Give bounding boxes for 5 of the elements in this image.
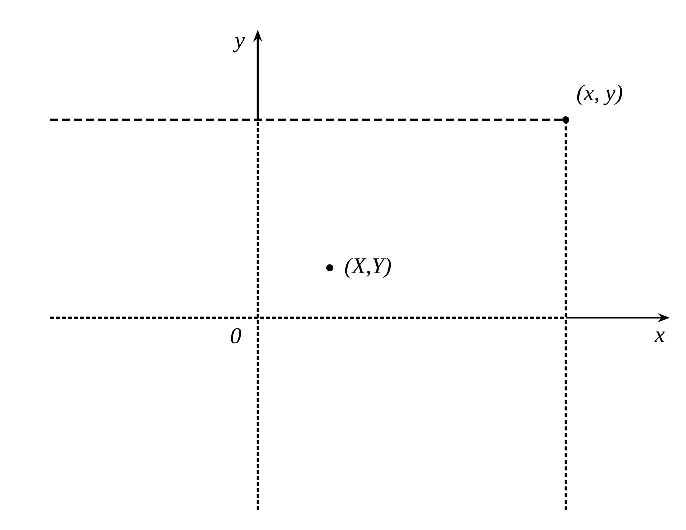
axis-label: y [233, 37, 246, 53]
point-label: (X,Y) [345, 258, 392, 278]
origin-label: 0 [231, 328, 242, 344]
point-label: (x, y) [577, 84, 622, 106]
axis-label: x [654, 332, 665, 342]
